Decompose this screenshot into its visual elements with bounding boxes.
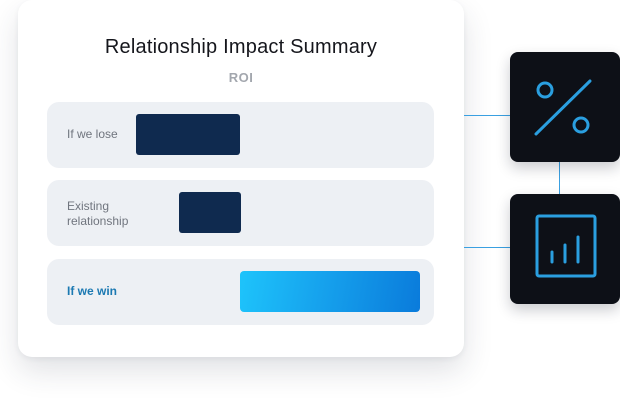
connector-line-top <box>464 115 510 116</box>
row-existing-relationship: Existing relationship <box>47 180 434 246</box>
relationship-impact-card: Relationship Impact Summary ROI If we lo… <box>18 0 464 357</box>
card-title: Relationship Impact Summary <box>104 36 378 58</box>
bar-if-we-lose <box>136 114 240 155</box>
row-label-if-we-win: If we win <box>67 284 118 298</box>
percent-icon <box>534 79 592 136</box>
bar-chart-icon-tile <box>510 194 620 304</box>
bar-if-we-win <box>240 271 420 312</box>
row-if-we-win: If we win <box>47 259 434 325</box>
row-if-we-lose: If we lose <box>47 102 434 168</box>
bar-chart-icon <box>535 214 597 278</box>
connector-line-vertical <box>559 162 560 195</box>
bar-existing-relationship <box>179 192 241 233</box>
card-subtitle: ROI <box>228 70 254 85</box>
row-label-if-we-lose: If we lose <box>67 127 118 141</box>
row-label-existing-relationship: Existing relationship <box>67 199 129 228</box>
connector-line-bottom <box>464 247 510 248</box>
percent-icon-tile <box>510 52 620 162</box>
